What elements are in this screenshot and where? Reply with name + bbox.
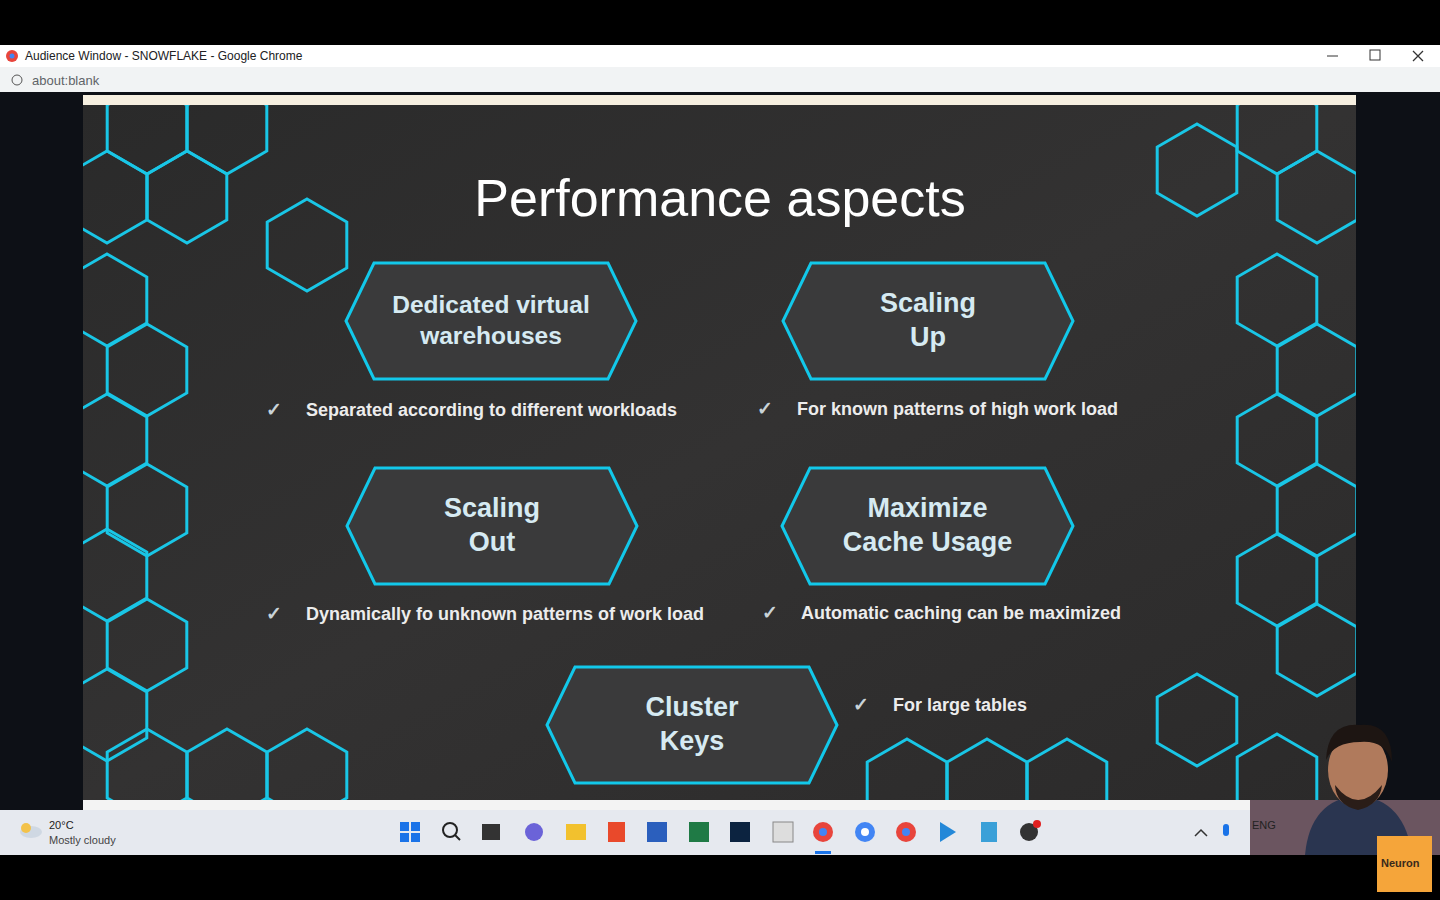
description-text: Automatic caching can be maximized — [801, 603, 1121, 624]
weather-text: Mostly cloudy — [49, 834, 116, 846]
taskbar-icons — [400, 820, 1229, 854]
decor-hexagon — [83, 254, 147, 346]
check-mark: ✓ — [762, 601, 778, 624]
hexagon-outline — [345, 466, 639, 586]
slide-bottom-border — [83, 800, 1356, 810]
minimize-button — [1327, 56, 1338, 57]
hexagon-outline — [781, 261, 1075, 381]
decor-hexagon — [1277, 151, 1356, 243]
check-mark: ✓ — [266, 602, 282, 625]
decor-hexagon — [187, 105, 267, 174]
window-title: Audience Window - SNOWFLAKE - Google Chr… — [25, 49, 302, 63]
decor-hexagon — [267, 199, 347, 291]
language-indicator: ENG — [1252, 819, 1276, 831]
box-label: Dedicated virtual warehouses — [366, 290, 616, 351]
box-label: Cluster Keys — [632, 691, 752, 759]
decor-hexagon — [83, 529, 147, 621]
window-background — [0, 92, 1440, 810]
description-text: For known patterns of high work load — [797, 399, 1118, 420]
hexagon-outline — [344, 261, 638, 381]
decor-hexagon — [867, 739, 947, 800]
slide-title: Performance aspects — [0, 168, 1440, 228]
hexagon-box: Maximize Cache Usage — [780, 466, 1075, 586]
check-mark: ✓ — [266, 398, 282, 421]
hexagon-box: Scaling Up — [781, 261, 1075, 381]
logo-box — [1377, 836, 1432, 892]
decor-hexagon — [1237, 105, 1317, 174]
decor-hexagon — [1157, 124, 1237, 216]
decor-hexagon — [147, 151, 227, 243]
decor-hexagon — [107, 105, 187, 174]
bottom-band — [0, 855, 1440, 900]
hexagon-outline — [545, 665, 839, 785]
decor-hexagon — [107, 729, 187, 800]
decor-hexagon — [107, 464, 187, 556]
box-label: Maximize Cache Usage — [833, 492, 1023, 560]
title-bar — [0, 45, 1440, 67]
chrome-icon — [6, 50, 18, 62]
check-mark: ✓ — [757, 397, 773, 420]
hexagon-box: Cluster Keys — [545, 665, 839, 785]
decor-hexagon — [83, 151, 147, 243]
slide-top-border — [83, 95, 1356, 105]
address-bar — [0, 67, 1440, 92]
description-text: For large tables — [893, 695, 1027, 716]
decor-hexagon — [267, 729, 347, 800]
address-text: about:blank — [32, 73, 99, 88]
hexagon-outline — [780, 466, 1075, 586]
decor-hexagon — [83, 394, 147, 486]
decor-hexagon — [947, 739, 1027, 800]
hexagon-box: Scaling Out — [345, 466, 639, 586]
decor-hexagon — [1237, 734, 1317, 800]
top-band — [0, 0, 1440, 45]
taskbar — [0, 810, 1440, 855]
decor-hexagon — [1027, 739, 1107, 800]
temperature-text: 20°C — [49, 819, 74, 831]
logo-text: Neuron — [1381, 857, 1420, 869]
box-label: Scaling Out — [432, 492, 552, 560]
close-button — [1413, 51, 1423, 61]
check-mark: ✓ — [853, 693, 869, 716]
hexagon-box: Dedicated virtual warehouses — [344, 261, 638, 381]
webcam-presenter — [1250, 725, 1440, 855]
decor-hexagon — [1277, 604, 1356, 696]
description-text: Dynamically fo unknown patterns of work … — [306, 604, 704, 625]
restore-button — [1370, 50, 1380, 60]
box-label: Scaling Up — [868, 287, 988, 355]
decor-hexagon — [1157, 674, 1237, 766]
description-text: Separated according to different workloa… — [306, 400, 677, 421]
decor-hexagon — [187, 729, 267, 800]
info-icon — [12, 75, 22, 85]
